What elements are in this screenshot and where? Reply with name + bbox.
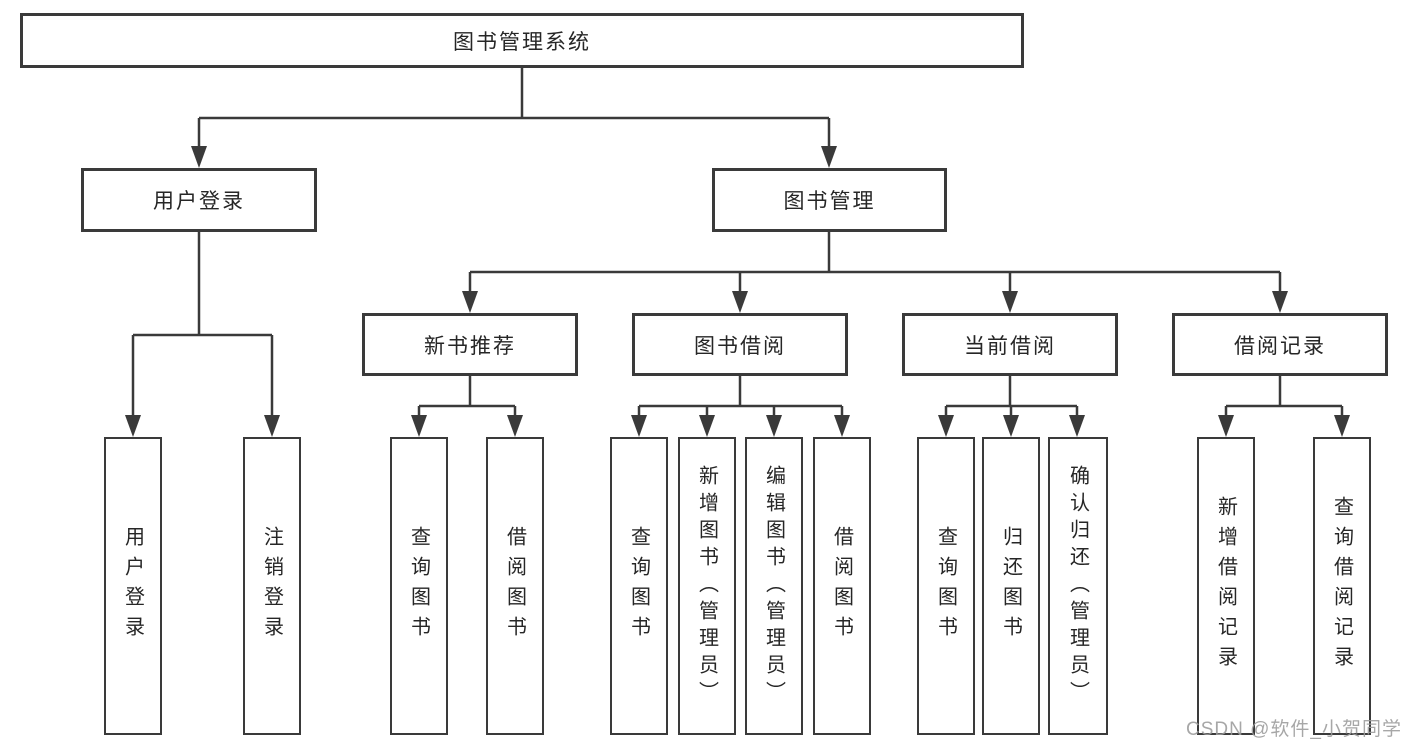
node-library-management-system: 图书管理系统: [20, 13, 1024, 68]
node-book-management: 图书管理: [712, 168, 947, 232]
leaf-confirm-return-admin: 确认归还（管理员）: [1048, 437, 1108, 735]
leaf-add-book-admin: 新增图书（管理员）: [678, 437, 736, 735]
leaf-query-books-recommend: 查询图书: [390, 437, 448, 735]
leaf-query-borrow-record: 查询借阅记录: [1313, 437, 1371, 735]
node-current-borrowing: 当前借阅: [902, 313, 1118, 376]
leaf-edit-book-admin: 编辑图书（管理员）: [745, 437, 803, 735]
leaf-add-borrow-record: 新增借阅记录: [1197, 437, 1255, 735]
leaf-query-books-current: 查询图书: [917, 437, 975, 735]
node-new-book-recommendation: 新书推荐: [362, 313, 578, 376]
node-book-borrowing: 图书借阅: [632, 313, 848, 376]
leaf-logout: 注销登录: [243, 437, 301, 735]
leaf-borrow-books-recommend: 借阅图书: [486, 437, 544, 735]
leaf-user-login: 用户登录: [104, 437, 162, 735]
node-borrowing-records: 借阅记录: [1172, 313, 1388, 376]
leaf-query-books-borrowing: 查询图书: [610, 437, 668, 735]
csdn-watermark: CSDN @软件_小贺同学: [1186, 719, 1402, 740]
leaf-borrow-books-borrowing: 借阅图书: [813, 437, 871, 735]
node-user-login: 用户登录: [81, 168, 317, 232]
leaf-return-book: 归还图书: [982, 437, 1040, 735]
